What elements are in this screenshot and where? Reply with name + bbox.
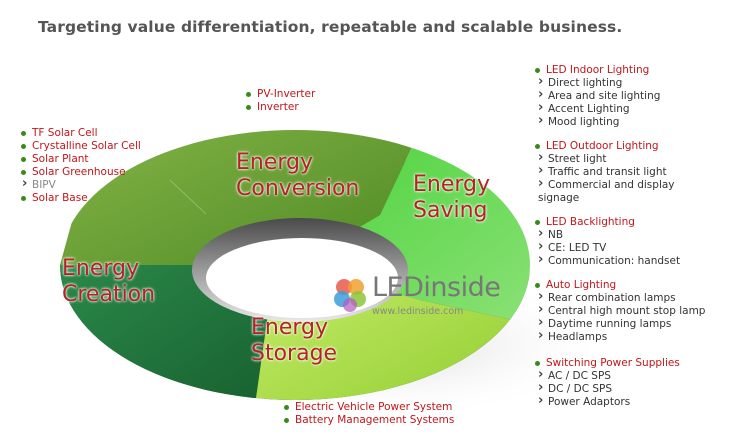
- label-line: Energy: [413, 172, 491, 197]
- storage-list: Electric Vehicle Power System Battery Ma…: [283, 401, 454, 427]
- list-subitem: Power Adaptors: [536, 394, 680, 409]
- list-subitem: Direct lighting: [536, 75, 660, 90]
- list-subitem: Headlamps: [536, 329, 705, 344]
- group-heading: Auto Lighting: [534, 279, 705, 292]
- label-line: Storage: [251, 341, 338, 366]
- saving-group-outdoor: LED Outdoor Lighting Street light Traffi…: [534, 140, 675, 205]
- list-subitem-wrap: signage: [538, 192, 580, 204]
- list-item: Inverter: [245, 101, 315, 114]
- conversion-list: PV-Inverter Inverter: [245, 88, 315, 114]
- label-energy-saving: Energy Saving: [413, 172, 490, 224]
- saving-group-backlighting: LED Backlighting NB CE: LED TV Communica…: [534, 216, 680, 268]
- list-subitem: Mood lighting: [536, 114, 660, 129]
- group-heading: LED Backlighting: [534, 216, 680, 229]
- label-line: Energy: [236, 150, 314, 175]
- label-line: Saving: [413, 198, 488, 223]
- list-subitem: DC / DC SPS: [536, 381, 680, 396]
- label-energy-storage: Energy Storage: [251, 315, 337, 367]
- list-subitem: Traffic and transit light: [536, 164, 675, 179]
- list-subitem: Accent Lighting: [536, 101, 660, 116]
- ledinside-logo-icon: [334, 279, 366, 312]
- label-line: Creation: [62, 282, 156, 307]
- saving-group-indoor: LED Indoor Lighting Direct lighting Area…: [534, 64, 660, 129]
- list-subitem: Central high mount stop lamp: [536, 303, 705, 318]
- list-subitem: NB: [536, 227, 680, 242]
- list-subitem: Street light: [536, 151, 675, 166]
- list-item: TF Solar Cell: [20, 127, 141, 140]
- list-subitem: CE: LED TV: [536, 240, 680, 255]
- logo-url: www.ledinside.com: [372, 306, 464, 317]
- list-subitem: Communication: handset: [536, 253, 680, 268]
- group-heading: LED Indoor Lighting: [534, 64, 660, 77]
- label-energy-conversion: Energy Conversion: [236, 150, 359, 202]
- list-subitem: AC / DC SPS: [536, 368, 680, 383]
- list-item: Electric Vehicle Power System: [283, 401, 454, 414]
- page-title: Targeting value differentiation, repeata…: [38, 18, 623, 36]
- list-item: Battery Management Systems: [283, 414, 454, 427]
- list-item: Solar Base: [20, 192, 141, 205]
- group-heading: Switching Power Supplies: [534, 357, 680, 370]
- creation-list: TF Solar Cell Crystalline Solar Cell Sol…: [20, 127, 141, 205]
- list-subitem: Rear combination lamps: [536, 290, 705, 305]
- list-subitem: Commercial and display: [536, 177, 675, 192]
- label-line: Energy: [62, 256, 140, 281]
- list-item: PV-Inverter: [245, 88, 315, 101]
- list-subitem: Area and site lighting: [536, 88, 660, 103]
- list-item: Solar Greenhouse: [20, 166, 141, 179]
- label-line: Energy: [251, 315, 329, 340]
- list-subitem: BIPV: [20, 177, 141, 192]
- list-subitem: Daytime running lamps: [536, 316, 705, 331]
- label-energy-creation: Energy Creation: [62, 256, 155, 308]
- saving-group-switching: Switching Power Supplies AC / DC SPS DC …: [534, 357, 680, 409]
- list-item: Solar Plant: [20, 153, 141, 166]
- logo-brand: LEDinside: [372, 272, 501, 303]
- list-item: Crystalline Solar Cell: [20, 140, 141, 153]
- label-line: Conversion: [236, 176, 360, 201]
- group-heading: LED Outdoor Lighting: [534, 140, 675, 153]
- saving-group-auto: Auto Lighting Rear combination lamps Cen…: [534, 279, 705, 344]
